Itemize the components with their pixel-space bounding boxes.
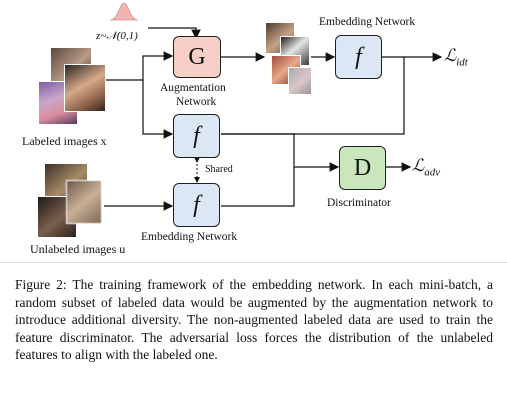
labeled-images-text: Labeled images x [22, 134, 107, 148]
adversarial-loss-subscript: adv [424, 166, 441, 179]
discriminator-label: Discriminator [327, 197, 391, 209]
noise-label: z~𝒩(0,1) [96, 30, 138, 42]
adversarial-loss-symbol: ℒ [412, 156, 425, 175]
caption-divider [0, 262, 507, 263]
adversarial-loss-label: ℒadv [412, 156, 440, 178]
labeled-face-image [64, 64, 106, 112]
embedding-network-label-bottom: Embedding Network [141, 231, 238, 243]
embedding-box-top-label: f [355, 43, 362, 70]
connector-lines [104, 2, 443, 211]
noise-gaussian-curve [109, 2, 139, 21]
augmented-face-image [288, 67, 312, 95]
shared-weights-label: Shared [205, 164, 233, 175]
unlabeled-face-image [66, 180, 102, 224]
augmentation-box-label: G [188, 43, 206, 70]
embedding-box-bottom-label: f [193, 191, 200, 218]
unlabeled-images-label: Unlabeled images u [30, 242, 125, 256]
labeled-images-label: Labeled images x [22, 134, 107, 148]
unlabeled-images-text: Unlabeled images u [30, 242, 126, 256]
augmentation-network-label-2: Network [176, 96, 217, 108]
embedding-network-box-top: f [335, 35, 382, 79]
embedding-box-middle-label: f [193, 122, 200, 149]
augmentation-network-label-1: Augmentation [160, 82, 226, 94]
discriminator-box: D [339, 146, 386, 190]
training-framework-diagram: z~𝒩(0,1) G Augmentation Network Embeddin… [22, 2, 468, 256]
augmentation-network-box: G [173, 36, 221, 78]
embedding-network-box-bottom: f [173, 183, 220, 227]
embedding-network-label-top: Embedding Network [319, 16, 416, 28]
identity-loss-subscript: idt [456, 56, 468, 69]
identity-loss-symbol: ℒ [444, 46, 457, 65]
caption-text: Figure 2: The training framework of the … [15, 277, 493, 362]
embedding-network-box-middle: f [173, 114, 220, 158]
figure-caption: Figure 2: The training framework of the … [15, 276, 493, 364]
identity-loss-label: ℒidt [444, 46, 468, 68]
discriminator-box-label: D [353, 154, 372, 181]
